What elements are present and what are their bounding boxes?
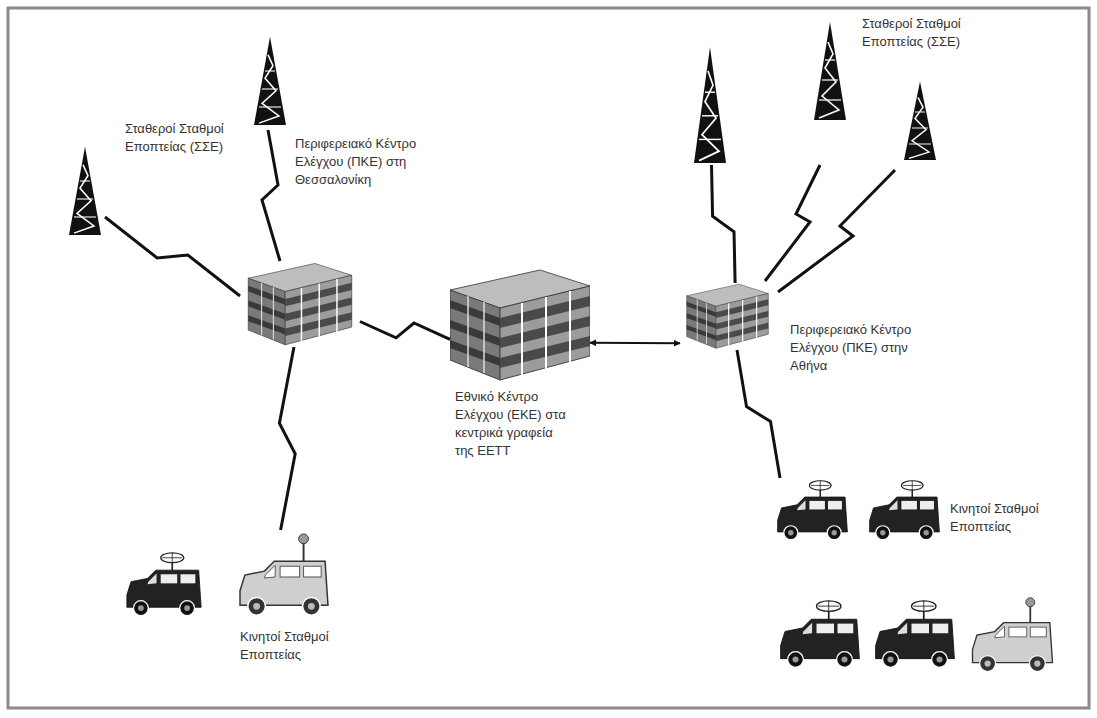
tower-icon (814, 19, 846, 120)
station-group: Περιφερειακό Κέντρο Ελέγχου (ΠΚΕ) στη Θε… (240, 262, 360, 347)
building-icon (248, 263, 351, 344)
van-icon (127, 553, 201, 616)
radio-link (712, 165, 736, 283)
frame (8, 8, 1089, 708)
radio-link (262, 130, 280, 261)
node-label: Εθνικό Κέντρο Ελέγχου (ΕΚΕ) στα κεντρικά… (455, 388, 567, 460)
tower-icon (69, 144, 101, 235)
van-icon (781, 601, 860, 668)
station-group: Περιφερειακό Κέντρο Ελέγχου (ΠΚΕ) στην Α… (680, 283, 775, 350)
van-icon (876, 601, 955, 668)
data-link (590, 342, 680, 345)
node-label: Περιφερειακό Κέντρο Ελέγχου (ΠΚΕ) στη Θε… (295, 135, 445, 189)
station-group: Κινητοί Σταθμοί Εποπτείας (765, 478, 1065, 683)
radio-link (765, 165, 820, 281)
tower-icon (254, 34, 286, 125)
radio-link (360, 322, 450, 340)
van-icon (778, 481, 848, 540)
radio-link (737, 350, 780, 478)
radio-link (778, 170, 895, 292)
node-label: Σταθεροί Σταθμοί Εποπτείας (ΣΣΕ) (862, 15, 972, 51)
node-label: Σταθεροί Σταθμοί Εποπτείας (ΣΣΕ) (125, 120, 255, 156)
station-group: Εθνικό Κέντρο Ελέγχου (ΕΚΕ) στα κεντρικά… (450, 268, 590, 383)
node-label: Περιφερειακό Κέντρο Ελέγχου (ΠΚΕ) στην Α… (790, 321, 940, 375)
radio-link (105, 217, 240, 296)
building-icon (450, 270, 590, 380)
tower-icon (694, 44, 726, 163)
node-label: Κινητοί Σταθμοί Εποπτείας (950, 500, 1070, 536)
radio-link (279, 347, 295, 530)
van-icon (240, 534, 328, 615)
van-icon (870, 481, 940, 540)
van-icon (973, 598, 1053, 672)
station-group: Σταθεροί Σταθμοί Εποπτείας (ΣΣΕ) (685, 15, 950, 165)
building-icon (687, 284, 769, 348)
tower-icon (904, 79, 936, 160)
node-label: Κινητοί Σταθμοί Εποπτείας (240, 628, 370, 664)
station-group: Κινητοί Σταθμοί Εποπτείας (115, 530, 345, 622)
station-group: Σταθεροί Σταθμοί Εποπτείας (ΣΣΕ) (65, 145, 105, 235)
